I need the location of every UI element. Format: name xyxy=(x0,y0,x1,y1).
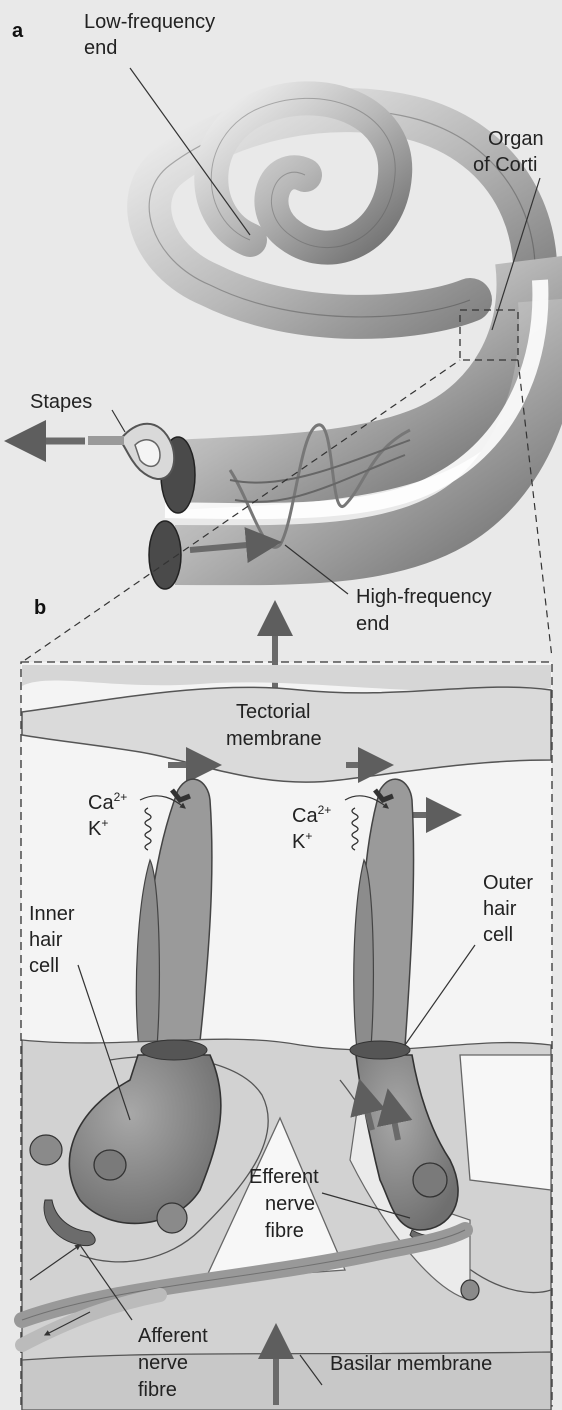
ion-ca-right: Ca xyxy=(292,805,318,827)
label-low-frequency-end-1: Low-frequency xyxy=(84,11,215,33)
panel-a-letter: a xyxy=(12,20,24,42)
label-tectorial-membrane-2: membrane xyxy=(226,728,322,750)
label-low-frequency-end-2: end xyxy=(84,37,117,59)
label-afferent-nerve-fibre-2: nerve xyxy=(138,1352,188,1374)
panel-b-letter: b xyxy=(34,597,46,619)
label-afferent-nerve-fibre-1: Afferent xyxy=(138,1325,208,1347)
ion-k-charge-right: + xyxy=(305,829,312,843)
ion-ca-charge-right: 2+ xyxy=(318,803,332,817)
label-outer-hair-cell-2: hair xyxy=(483,898,517,920)
ion-k-right: K xyxy=(292,831,306,853)
label-stapes: Stapes xyxy=(30,391,92,413)
label-efferent-nerve-fibre-1: Efferent xyxy=(249,1166,319,1188)
supporting-nucleus xyxy=(157,1203,187,1233)
stapes-shape xyxy=(88,424,174,479)
label-inner-hair-cell-1: Inner xyxy=(29,903,75,925)
label-organ-of-corti-2: of Corti xyxy=(473,154,537,176)
label-afferent-nerve-fibre-3: fibre xyxy=(138,1379,177,1401)
label-efferent-nerve-fibre-2: nerve xyxy=(265,1193,315,1215)
label-inner-hair-cell-2: hair xyxy=(29,929,63,951)
label-basilar-membrane: Basilar membrane xyxy=(330,1353,492,1375)
label-high-frequency-end-2: end xyxy=(356,613,389,635)
panel-b: b xyxy=(21,597,552,1410)
panel-a: a xyxy=(12,11,552,660)
label-outer-hair-cell-1: Outer xyxy=(483,872,533,894)
label-efferent-nerve-fibre-3: fibre xyxy=(265,1220,304,1242)
label-tectorial-membrane-1: Tectorial xyxy=(236,701,310,723)
ion-ca-charge-left: 2+ xyxy=(114,790,128,804)
ion-k-charge-left: + xyxy=(101,816,108,830)
ion-ca-left: Ca xyxy=(88,792,114,814)
label-outer-hair-cell-3: cell xyxy=(483,924,513,946)
label-organ-of-corti-1: Organ xyxy=(488,128,544,150)
ion-k-left: K xyxy=(88,818,102,840)
supporting-nucleus xyxy=(30,1135,62,1165)
label-inner-hair-cell-3: cell xyxy=(29,955,59,977)
label-high-frequency-end-1: High-frequency xyxy=(356,586,492,608)
supporting-nucleus xyxy=(461,1280,479,1300)
